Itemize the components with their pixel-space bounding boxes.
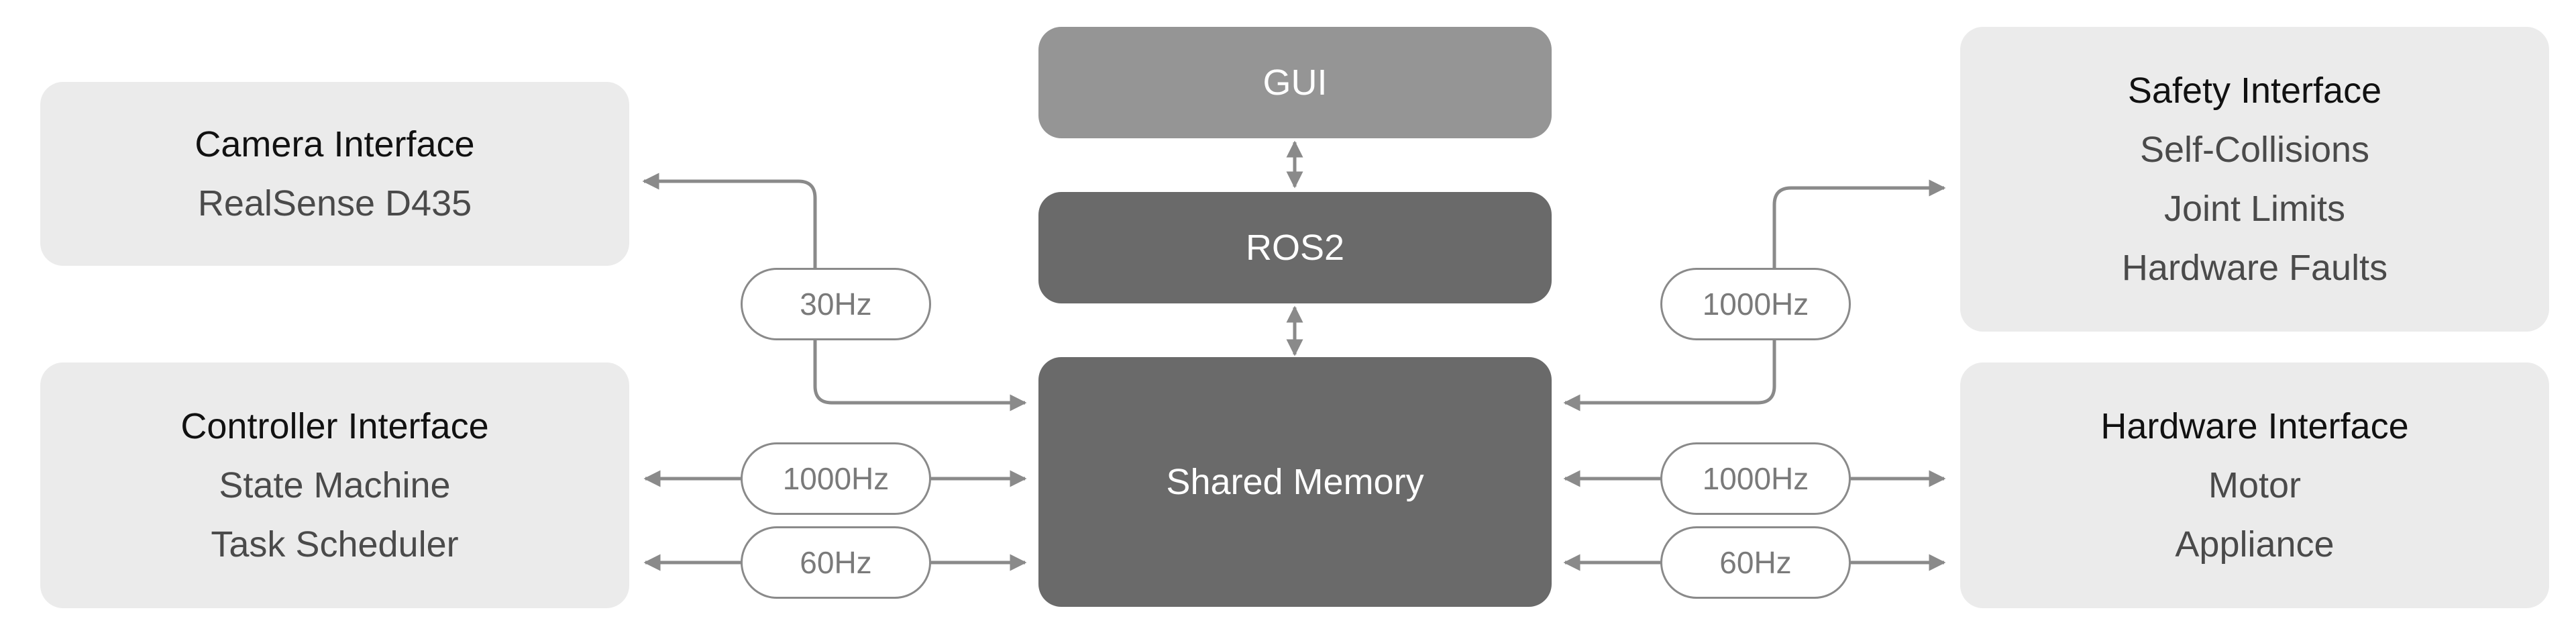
- hardware-interface-line: Appliance: [2175, 524, 2334, 565]
- hardware-fast-rate-pill: 1000Hz: [1660, 442, 1851, 515]
- hardware-interface-line: Motor: [2208, 465, 2302, 505]
- hardware-slow-rate-pill: 60Hz: [1660, 526, 1851, 599]
- safety-interface-box: Safety Interface Self-Collisions Joint L…: [1960, 27, 2549, 332]
- controller-interface-box: Controller Interface State Machine Task …: [40, 362, 629, 608]
- safety-interface-line: Hardware Faults: [2121, 248, 2388, 288]
- safety-interface-line: Self-Collisions: [2139, 130, 2370, 170]
- shared-memory-block: Shared Memory: [1038, 357, 1552, 607]
- controller-slow-rate-pill: 60Hz: [741, 526, 931, 599]
- shared-memory-label: Shared Memory: [1166, 462, 1424, 502]
- camera-interface-title: Camera Interface: [195, 124, 475, 164]
- ros2-block: ROS2: [1038, 192, 1552, 303]
- gui-label: GUI: [1263, 62, 1328, 103]
- camera-interface-line: RealSense D435: [197, 183, 472, 224]
- gui-block: GUI: [1038, 27, 1552, 138]
- camera-rate-pill: 30Hz: [741, 268, 931, 340]
- ros2-label: ROS2: [1245, 228, 1345, 268]
- safety-interface-line: Joint Limits: [2163, 189, 2346, 229]
- safety-interface-title: Safety Interface: [2127, 70, 2382, 111]
- safety-rate-pill: 1000Hz: [1660, 268, 1851, 340]
- hardware-interface-title: Hardware Interface: [2100, 406, 2409, 446]
- controller-interface-title: Controller Interface: [180, 406, 489, 446]
- hardware-interface-box: Hardware Interface Motor Appliance: [1960, 362, 2549, 608]
- camera-interface-box: Camera Interface RealSense D435: [40, 82, 629, 266]
- controller-interface-line: Task Scheduler: [211, 524, 459, 565]
- controller-interface-line: State Machine: [219, 465, 451, 505]
- controller-fast-rate-pill: 1000Hz: [741, 442, 931, 515]
